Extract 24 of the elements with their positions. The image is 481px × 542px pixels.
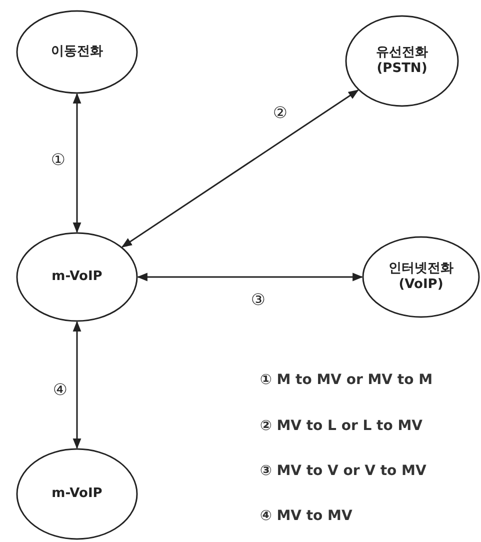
ellipse-node (362, 236, 480, 318)
node-label: (VoIP) (398, 277, 444, 293)
node-label: m-VoIP (52, 269, 102, 285)
edge-label: ④ (52, 382, 68, 398)
edge-label: ② (272, 105, 288, 121)
edge-label: ① (50, 152, 66, 168)
node-label: 인터넷전화 (388, 261, 454, 277)
node-label: 유선전화 (376, 45, 428, 61)
ellipse-node (345, 15, 459, 107)
double-arrow (136, 272, 364, 282)
node-label: m-VoIP (52, 486, 102, 502)
double-arrow (72, 320, 82, 450)
node-label: (PSTN) (376, 61, 428, 77)
ellipse-node (16, 232, 138, 322)
double-arrow (72, 92, 82, 234)
double-arrow (121, 90, 359, 248)
ellipse-node (16, 10, 138, 94)
legend-note: ① M to MV or MV to M (260, 372, 433, 388)
legend-note: ② MV to L or L to MV (260, 418, 422, 434)
ellipse-node (16, 448, 138, 540)
legend-note: ③ MV to V or V to MV (260, 463, 426, 479)
node-label: 이동전화 (51, 44, 103, 60)
edge-label: ③ (250, 292, 266, 308)
legend-note: ④ MV to MV (260, 508, 352, 524)
